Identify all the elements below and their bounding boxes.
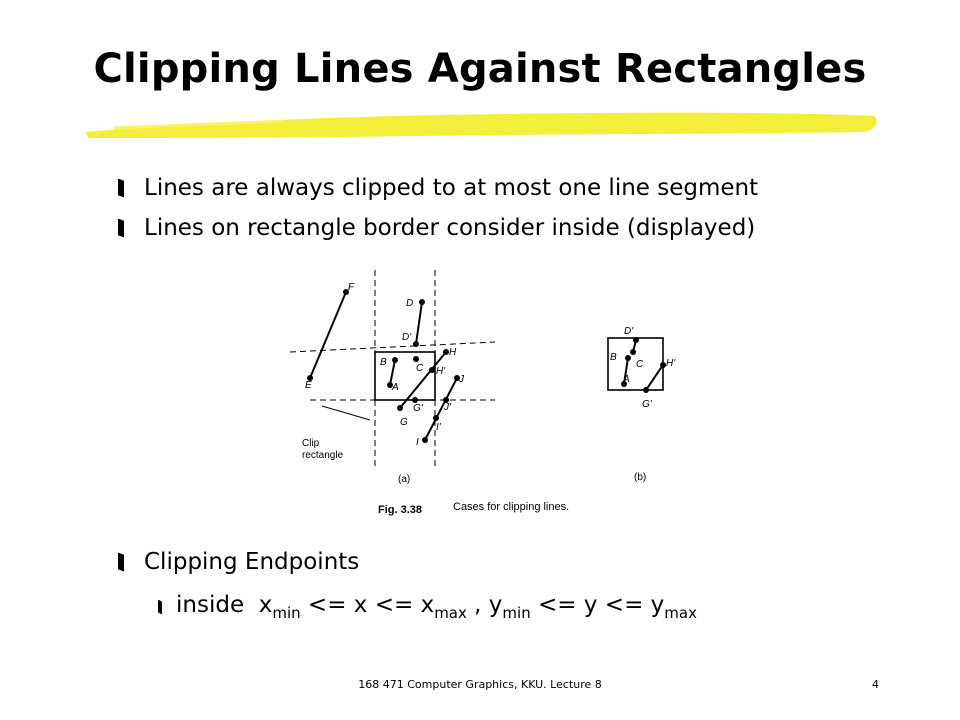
bullet-2-text: Lines on rectangle border consider insid…: [144, 215, 756, 241]
label-d-prime: D': [402, 332, 412, 343]
bullet-2: Lines on rectangle border consider insid…: [118, 215, 755, 241]
bullet-1: Lines are always clipped to at most one …: [118, 175, 758, 201]
label-j: J: [458, 374, 465, 385]
sub-bullet: inside xmin <= x <= xmax , ymin <= y <= …: [158, 592, 697, 622]
label-b-panel: (b): [634, 472, 646, 483]
label-f: F: [348, 282, 355, 293]
label-a-panel: (a): [398, 474, 410, 485]
slide-title: Clipping Lines Against Rectangles: [93, 46, 867, 92]
bullet-marker: [118, 178, 124, 198]
label-e: E: [305, 380, 312, 391]
label-c-b: C: [636, 359, 644, 370]
bullet-3: Clipping Endpoints: [118, 549, 359, 575]
label-b: B: [380, 357, 387, 368]
label-i-prime: I': [436, 422, 442, 433]
bullet-1-text: Lines are always clipped to at most one …: [144, 175, 759, 201]
title-underline-highlight: [86, 112, 877, 138]
label-g-prime: G': [413, 403, 424, 414]
figure-caption-text: Cases for clipping lines.: [453, 501, 569, 513]
label-c: C: [416, 363, 424, 374]
label-a: A: [391, 382, 399, 393]
sub-bullet-text: inside xmin <= x <= xmax , ymin <= y <= …: [176, 592, 697, 622]
label-h-prime: H': [436, 366, 446, 377]
label-g: G: [400, 417, 408, 428]
label-i: I: [416, 437, 419, 448]
clipping-figure: F E D D' B C A H H' J G' J' G I' I Clip …: [289, 270, 676, 516]
label-clip: Clip: [302, 438, 320, 449]
page-number: 4: [872, 678, 879, 691]
label-d-prime-b: D': [624, 326, 634, 337]
bullet-3-text: Clipping Endpoints: [144, 549, 360, 575]
label-h: H: [449, 347, 457, 358]
label-d: D: [406, 298, 413, 309]
label-j-prime: J': [443, 402, 452, 413]
label-rectangle: rectangle: [302, 450, 344, 461]
label-b-b: B: [610, 352, 617, 363]
bullet-marker: [118, 218, 124, 238]
label-h-prime-b: H': [666, 358, 676, 369]
figure-caption-number: Fig. 3.38: [378, 504, 422, 516]
sub-bullet-marker: [158, 599, 162, 615]
footer-text: 168 471 Computer Graphics, KKU. Lecture …: [358, 678, 602, 691]
label-g-prime-b: G': [642, 399, 653, 410]
bullet-marker: [118, 552, 124, 572]
label-a-b: A: [622, 374, 630, 385]
